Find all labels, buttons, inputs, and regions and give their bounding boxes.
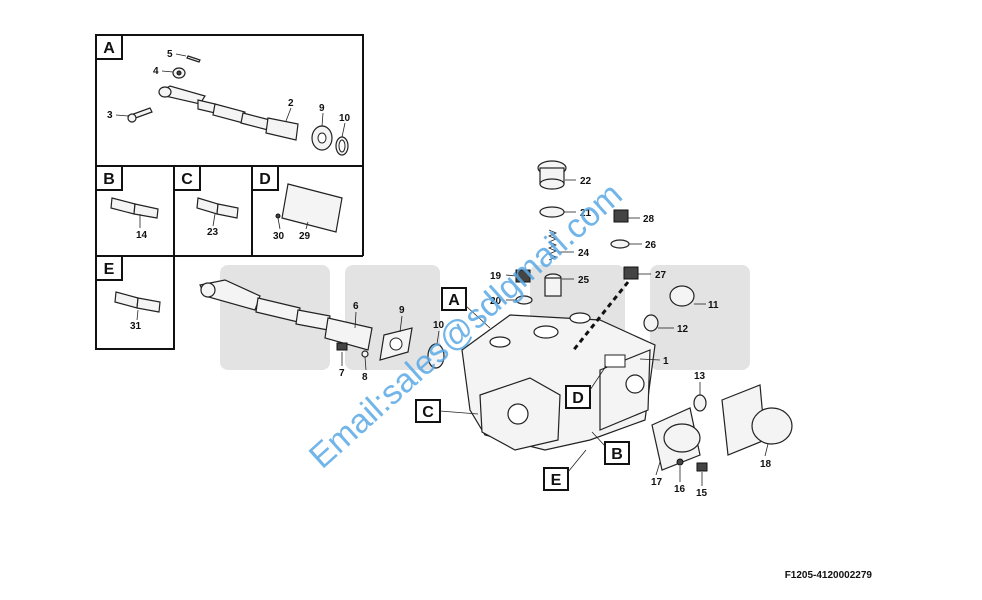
- part-number-29: 29: [299, 231, 311, 242]
- svg-text:B: B: [103, 171, 115, 188]
- svg-text:C: C: [181, 171, 193, 188]
- svg-text:A: A: [448, 292, 460, 309]
- part-number-18: 18: [760, 459, 772, 470]
- assembly-dashed-line: [570, 281, 630, 353]
- panel-b-valve: [110, 197, 159, 219]
- part-number-23: 23: [207, 227, 219, 238]
- part-number-24: 24: [578, 248, 590, 259]
- oring-26: [610, 239, 630, 249]
- main-gasket-9: [379, 327, 413, 361]
- part-number-22: 22: [580, 176, 592, 187]
- part-number-21: 21: [580, 208, 592, 219]
- washer-16: [676, 458, 684, 466]
- callout-c: C: [415, 399, 479, 423]
- panel-e-valve: [114, 291, 161, 313]
- panel-label-d: D: [251, 165, 279, 191]
- part-number-12: 12: [677, 324, 689, 335]
- figure-id: F1205-4120002279: [785, 570, 873, 581]
- plug-11: [669, 285, 695, 307]
- svg-text:C: C: [422, 404, 434, 421]
- panel-a-spool-assembly: [127, 55, 349, 156]
- part-number-10: 10: [433, 320, 445, 331]
- svg-text:B: B: [611, 446, 623, 463]
- callout-d: D: [565, 365, 607, 409]
- flange-17: [651, 407, 701, 471]
- part-number-30: 30: [273, 231, 285, 242]
- part-number-9-panel: 9: [319, 103, 325, 114]
- part-number-15: 15: [696, 488, 708, 499]
- part-number-10-panel: 10: [339, 113, 351, 124]
- part-number-27: 27: [655, 270, 667, 281]
- plug-28: [613, 209, 629, 223]
- svg-text:E: E: [104, 261, 115, 278]
- panel-label-e: E: [95, 255, 123, 281]
- part-number-31: 31: [130, 321, 142, 332]
- plug-27: [623, 266, 639, 280]
- part-number-25: 25: [578, 275, 590, 286]
- part-number-16: 16: [674, 484, 686, 495]
- panel-d-plate: [275, 183, 343, 233]
- svg-text:D: D: [259, 171, 271, 188]
- part-number-13: 13: [694, 371, 706, 382]
- part-number-7: 7: [339, 368, 345, 379]
- svg-text:D: D: [572, 390, 584, 407]
- main-spool: [199, 279, 373, 351]
- callout-b: B: [591, 431, 630, 465]
- panel-label-c: C: [173, 165, 201, 191]
- part-numbers: 5 4 3 2 9 10 14 23 30 29 31 6 9 10 7 8 2…: [107, 49, 772, 499]
- main-oring-10: [427, 343, 445, 369]
- panel-c-valve: [196, 197, 239, 219]
- cover-18: [721, 384, 793, 456]
- leader-lines: [115, 53, 769, 486]
- part-number-20: 20: [490, 296, 502, 307]
- part-number-3: 3: [107, 110, 113, 121]
- spring-24: [547, 229, 558, 261]
- plug-22: [537, 160, 567, 190]
- oring-12: [643, 314, 659, 332]
- part-number-2: 2: [288, 98, 294, 109]
- panel-label-b: B: [95, 165, 123, 191]
- part-number-1: 1: [663, 356, 669, 367]
- oring-13: [693, 394, 707, 412]
- bolt-15: [696, 462, 708, 472]
- part-number-26: 26: [645, 240, 657, 251]
- part-number-8: 8: [362, 372, 368, 383]
- panel-label-a: A: [95, 34, 123, 60]
- main-ring-8: [361, 350, 369, 358]
- callout-a: A: [441, 287, 491, 329]
- callout-e: E: [543, 449, 587, 491]
- part-number-14: 14: [136, 230, 148, 241]
- valve-block-body: [461, 312, 656, 451]
- part-number-19: 19: [490, 271, 502, 282]
- main-pin-7: [336, 342, 348, 351]
- piston-25: [544, 273, 562, 297]
- svg-text:A: A: [103, 40, 115, 57]
- part-number-6: 6: [353, 301, 359, 312]
- part-number-28: 28: [643, 214, 655, 225]
- part-number-4: 4: [153, 66, 159, 77]
- part-number-11: 11: [708, 300, 719, 311]
- part-number-5: 5: [167, 49, 173, 60]
- part-number-17: 17: [651, 477, 663, 488]
- part-number-9: 9: [399, 305, 405, 316]
- svg-text:E: E: [551, 472, 562, 489]
